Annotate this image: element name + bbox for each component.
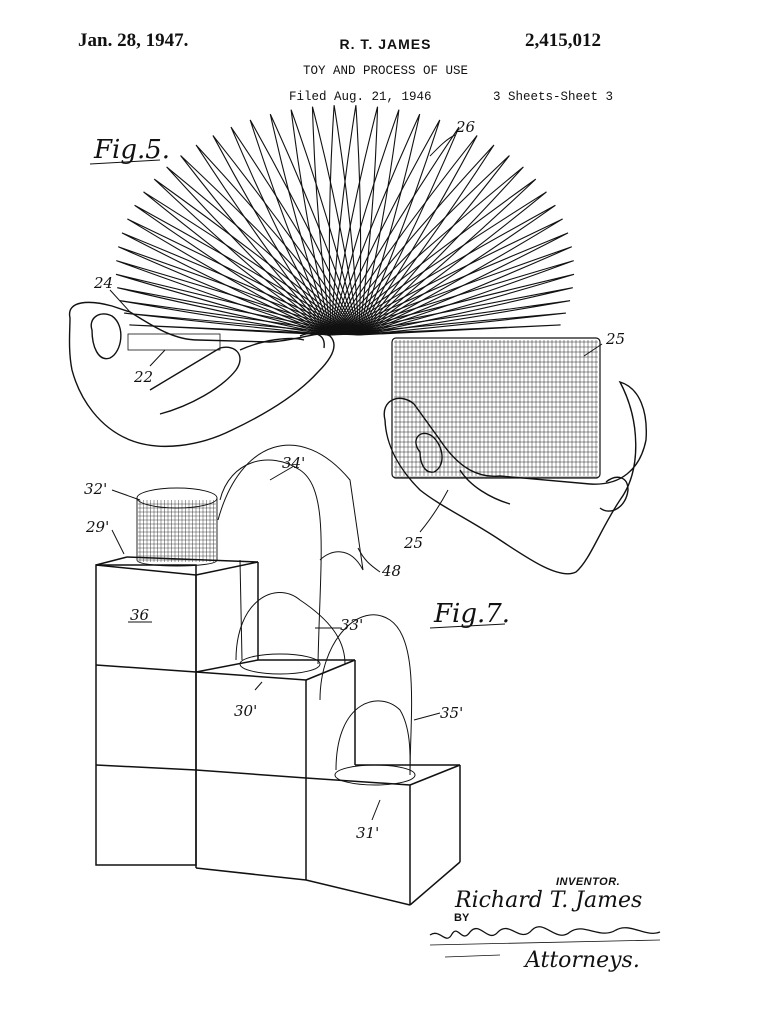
motion-paths <box>217 444 416 786</box>
ref-33: 33' <box>340 616 363 634</box>
ref-32: 32' <box>84 480 107 498</box>
ref-22: 22 <box>133 368 153 386</box>
ref-34: 34' <box>282 454 305 472</box>
ref-36: 36 <box>130 606 150 624</box>
ref-25-top: 25 <box>605 330 625 348</box>
ref-48: 48 <box>381 562 401 580</box>
ref-24: 24 <box>93 274 113 292</box>
sheet-count: 3 Sheets-Sheet 3 <box>493 90 614 104</box>
fig7-coil <box>136 487 218 567</box>
attorney-signature-scribble <box>429 926 661 939</box>
fig7-stairs <box>95 556 461 906</box>
patent-date: Jan. 28, 1947. <box>78 30 189 51</box>
filed-date: Filed Aug. 21, 1946 <box>289 90 432 104</box>
ref-31: 31' <box>356 824 379 842</box>
by-label: BY <box>454 912 470 924</box>
inventor-name-header: R. T. JAMES <box>339 36 432 52</box>
patent-title: TOY AND PROCESS OF USE <box>302 64 469 78</box>
ref-29: 29' <box>85 518 109 536</box>
ref-30: 30' <box>234 702 257 720</box>
inventor-label: INVENTOR. <box>556 876 621 888</box>
ref-25-bottom: 25 <box>403 534 423 552</box>
patent-number: 2,415,012 <box>525 30 601 51</box>
ref-35: 35' <box>440 704 463 722</box>
left-hand <box>68 301 335 448</box>
inventor-signature: Richard T. James <box>455 888 643 913</box>
left-coil <box>127 333 221 351</box>
attorneys-signature: Attorneys. <box>525 948 640 973</box>
fig5-spring <box>115 105 575 336</box>
right-coil <box>391 337 601 479</box>
ref-26: 26 <box>455 118 476 136</box>
